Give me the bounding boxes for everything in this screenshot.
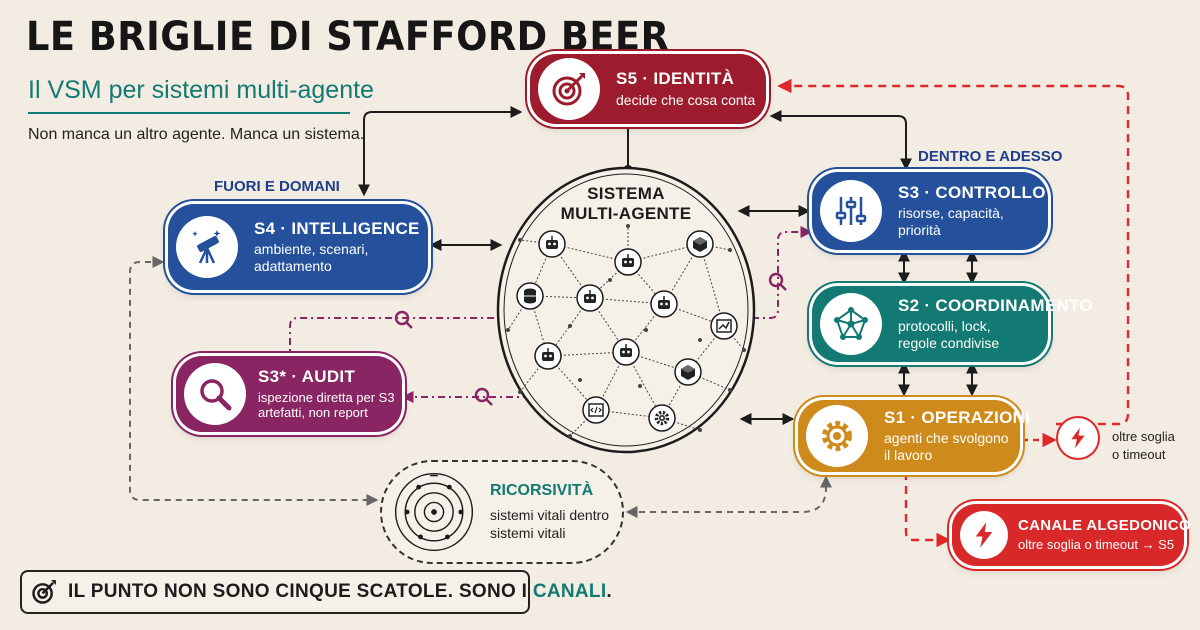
audit-lower-link [401,377,544,403]
agent-node [534,342,562,370]
telescope-icon [176,216,238,278]
target-icon [538,58,600,120]
banner-text: IL PUNTO NON SONO CINQUE SCATOLE. SONO I… [68,581,613,602]
agent-node [538,230,566,258]
algedonic-return-link [777,78,1130,426]
agent-node [650,290,678,318]
agent-node [612,338,640,366]
gear-icon [806,405,868,467]
chart-node [710,312,738,340]
trigger-text: oltre soglia o timeout [1112,429,1175,462]
agent-node [614,248,642,276]
lightning-icon [960,511,1008,559]
mas-title: SISTEMA MULTI-AGENTE [560,184,692,224]
s5-s3-link [769,110,912,171]
label-inside: DENTRO E ADESSO [918,148,1063,165]
nested-circles-icon [394,472,474,552]
trigger-lightning-icon [1058,418,1098,458]
page-title: LE BRIGLIE DI STAFFORD BEER [26,14,670,60]
magnifier-icon [184,363,246,425]
recursion-right-link [625,475,832,518]
network-icon [820,293,882,355]
page-subtitle: Il VSM per sistemi multi-agente [28,76,374,104]
agent-node [576,284,604,312]
label-outside: FUORI E DOMANI [214,178,340,195]
s1-algedonic-link [904,472,951,548]
tagline: Non manca un altro agente. Manca un sist… [28,126,365,143]
target-icon [32,580,56,604]
bottom-banner: IL PUNTO NON SONO CINQUE SCATOLE. SONO I… [20,570,612,614]
s5-s4-link [358,106,523,197]
cube-node [686,230,714,258]
database-node [516,282,544,310]
sliders-icon [820,180,882,242]
gear-node [648,404,676,432]
subtitle-underline [28,112,350,114]
recursion-block[interactable]: RICORSIVITÀ sistemi vitali dentro sistem… [380,460,624,564]
audit-right-link [752,226,813,319]
cube-node [674,358,702,386]
code-node [582,396,610,424]
